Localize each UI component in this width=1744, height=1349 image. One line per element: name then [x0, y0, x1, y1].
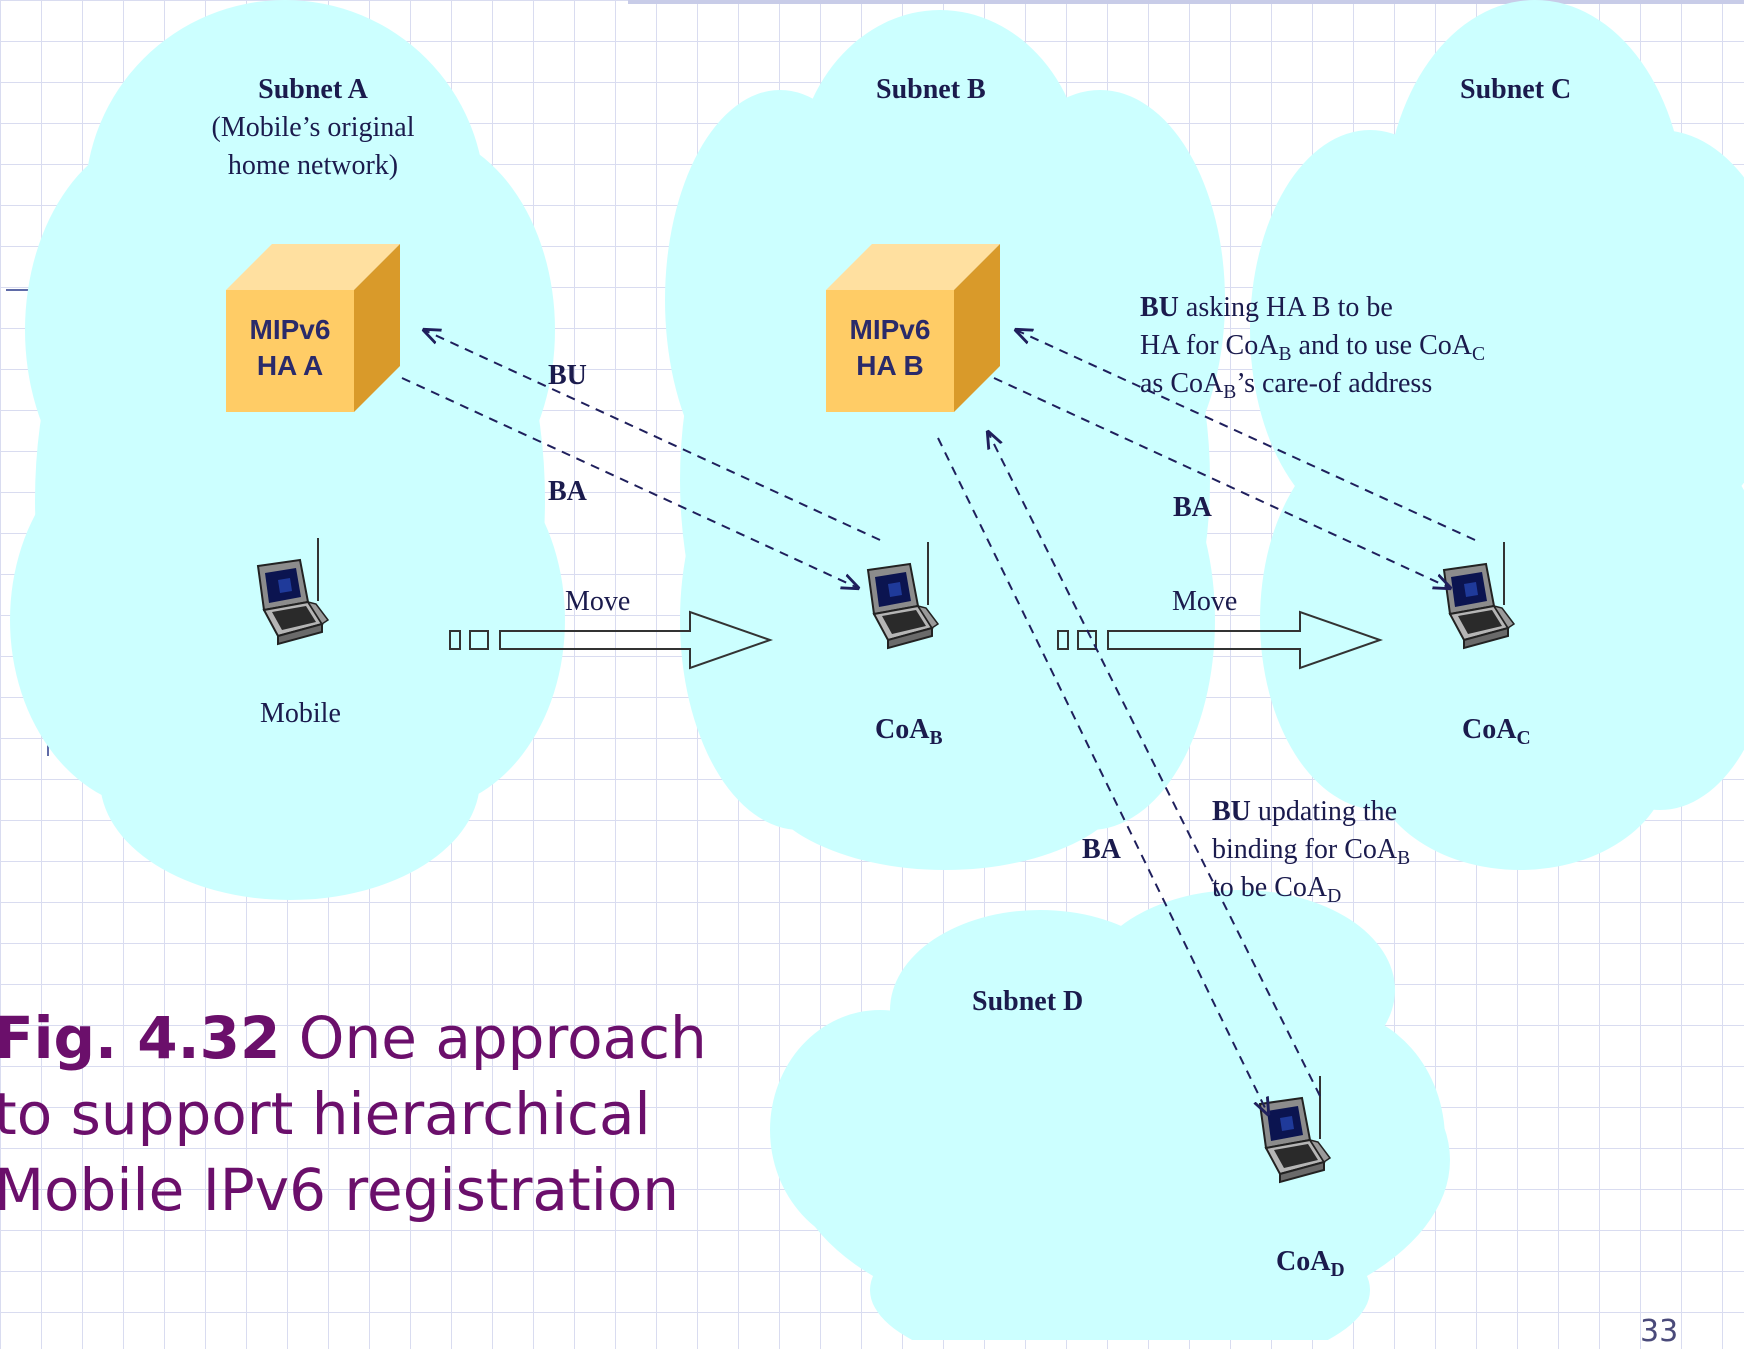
ha-a-label: MIPv6 HA A: [226, 312, 354, 385]
bu-c-line2: HA for CoAB and to use CoAC: [1140, 328, 1485, 364]
bu-d-line3-a: to be CoA: [1212, 872, 1328, 903]
coa-b-sub: B: [929, 727, 943, 749]
caption-line1-rest: One approach: [280, 1004, 707, 1072]
subnet-a-cloud: [10, 0, 565, 900]
bu-d-line3-sub: D: [1327, 885, 1342, 907]
coa-b-base: CoA: [875, 714, 930, 745]
bu-c-line1: BU asking HA B to be: [1140, 290, 1393, 326]
caption-fig-number: Fig. 4.32: [0, 1004, 281, 1072]
ha-a-label-line2: HA A: [256, 350, 324, 382]
figure-caption: Fig. 4.32 One approach to support hierar…: [0, 1000, 707, 1228]
bu-c-line2-sub2: C: [1471, 343, 1486, 365]
bu-d-line2-a: binding for CoA: [1212, 834, 1398, 865]
subnet-c-cloud: [1250, 0, 1744, 870]
caption-line2: to support hierarchical: [0, 1080, 651, 1148]
bu-c-line3-b: ’s care-of address: [1236, 368, 1433, 399]
bu-c-keyword: BU: [1140, 292, 1179, 323]
ha-b-label-line1: MIPv6: [849, 314, 931, 345]
bu-c-line3: as CoAB’s care-of address: [1140, 366, 1432, 402]
subnet-b-cloud: [665, 10, 1225, 870]
subnet-c-label: Subnet C: [1460, 74, 1572, 105]
move-arrow-1: [449, 610, 774, 670]
coa-c-base: CoA: [1462, 714, 1517, 745]
bu-arrow-coad-to-hab: [988, 432, 1321, 1097]
ha-b-box: [826, 244, 1000, 412]
coa-d-label: CoAD: [1276, 1244, 1345, 1280]
bu-d-keyword: BU: [1212, 796, 1251, 827]
bu-c-line2-sub1: B: [1278, 343, 1292, 365]
ba-arrow-haa-to-coab: [401, 377, 858, 588]
ba-arrow-hab-to-coac: [993, 377, 1450, 588]
bu-c-line1-rest: asking HA B to be: [1178, 292, 1393, 323]
coa-d-sub: D: [1330, 1259, 1345, 1281]
bu-c-line2-b: and to use CoA: [1291, 330, 1472, 361]
bu-c-line2-a: HA for CoA: [1140, 330, 1279, 361]
subnet-a-note-line1: (Mobile’s original: [211, 112, 415, 143]
bu-d-line2: binding for CoAB: [1212, 832, 1410, 868]
subnet-d-label: Subnet D: [972, 986, 1084, 1017]
bu-c-line3-a: as CoA: [1140, 368, 1224, 399]
subnet-d-cloud: [770, 890, 1450, 1340]
bu-c-line3-sub: B: [1223, 381, 1237, 403]
page-number: 33: [1640, 1314, 1679, 1349]
bu-d-line1-rest: updating the: [1250, 796, 1398, 827]
coa-d-base: CoA: [1276, 1246, 1331, 1277]
ha-a-label-line1: MIPv6: [249, 314, 331, 345]
bu-label-1: BU: [548, 360, 587, 391]
mobile-label: Mobile: [260, 698, 341, 729]
move-label-1: Move: [565, 586, 631, 617]
coa-c-label: CoAC: [1462, 712, 1531, 748]
ha-b-label: MIPv6 HA B: [826, 312, 954, 385]
caption-line3: Mobile IPv6 registration: [0, 1156, 680, 1224]
bu-arrow-coac-to-hab: [1016, 330, 1476, 541]
coa-c-sub: C: [1516, 727, 1531, 749]
bu-arrow-coab-to-haa: [424, 330, 881, 541]
coa-b-label: CoAB: [875, 712, 943, 748]
bu-d-line2-sub: B: [1397, 847, 1411, 869]
ha-b-label-line2: HA B: [856, 350, 924, 382]
caption-line1: Fig. 4.32 One approach: [0, 1000, 707, 1076]
ba-label-1: BA: [548, 476, 587, 507]
ba-label-2: BA: [1173, 492, 1212, 523]
subnet-b-label: Subnet B: [876, 74, 986, 105]
subnet-a-label: Subnet A: [258, 74, 368, 105]
ba-arrow-hab-to-coad: [937, 437, 1268, 1114]
move-label-2: Move: [1172, 586, 1238, 617]
bu-d-line1: BU updating the: [1212, 794, 1397, 830]
subnet-a-note-line2: home network): [227, 150, 399, 181]
ba-label-3: BA: [1082, 834, 1121, 865]
ha-a-box: [226, 244, 400, 412]
bu-d-line3: to be CoAD: [1212, 870, 1341, 906]
